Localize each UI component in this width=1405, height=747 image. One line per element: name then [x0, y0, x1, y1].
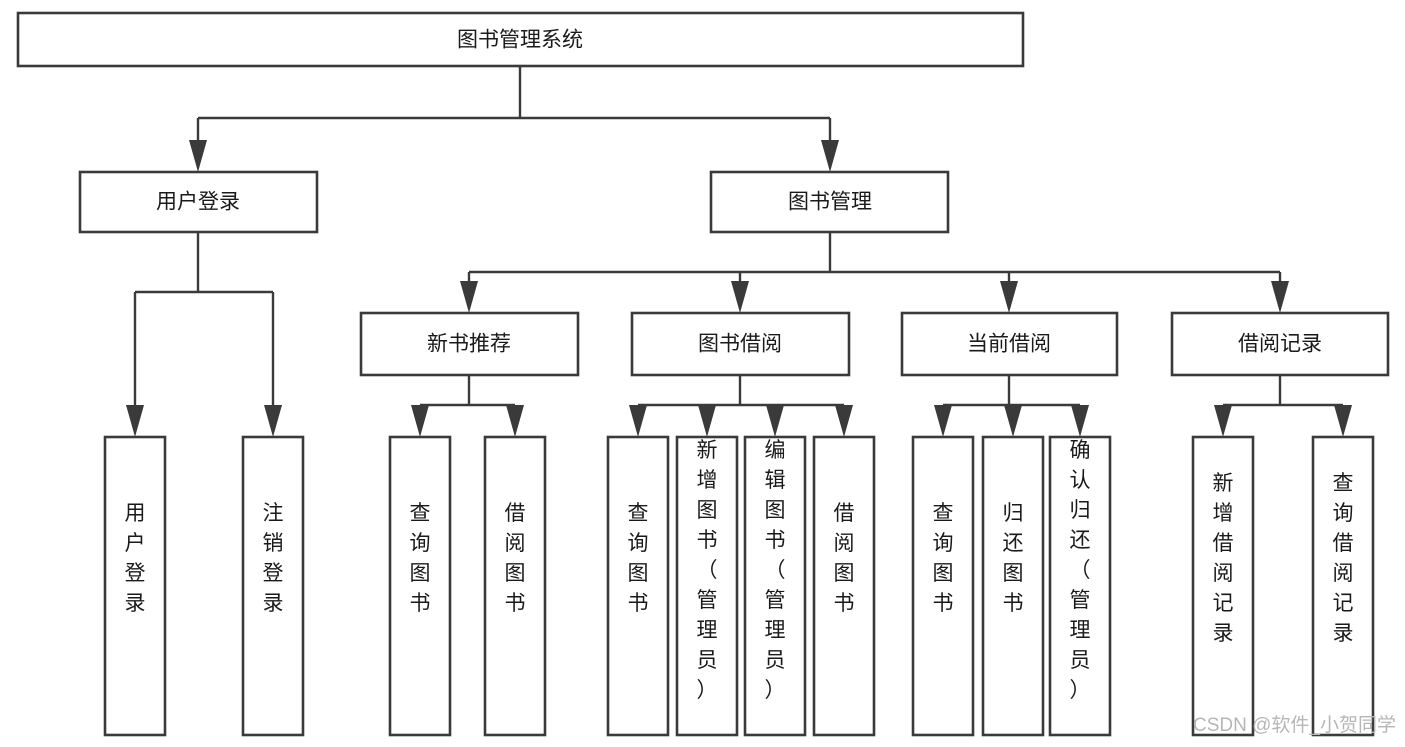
node-root-box[interactable]: [16, 11, 1025, 68]
node-leaf-borrow-book-2[interactable]: 借阅图书: [812, 435, 876, 737]
node-user-login-box[interactable]: [78, 170, 319, 234]
node-leaf-confirm-return[interactable]: 确认归还（管理员）: [1048, 435, 1112, 737]
node-leaf-add-book[interactable]: 新增图书（管理员）: [675, 435, 739, 737]
node-current-borrow-box[interactable]: [900, 311, 1119, 377]
node-leaf-return-book-label: 归还图书: [1003, 502, 1024, 615]
node-leaf-query-record-box[interactable]: [1311, 435, 1375, 737]
node-book-management[interactable]: 图书管理: [709, 170, 950, 234]
connector-layer: [126, 66, 1352, 437]
arrow-head-leaf-user-login: [126, 405, 144, 437]
node-current-borrow[interactable]: 当前借阅: [900, 311, 1119, 377]
node-new-book-recommend[interactable]: 新书推荐: [359, 311, 580, 377]
arrow-head-leaf-query-book-3: [934, 405, 952, 437]
arrow-head-leaf-borrow-book-1: [506, 405, 524, 437]
node-borrow-record-label: 借阅记录: [1238, 333, 1322, 356]
arrow-head-current-borrow: [1000, 281, 1018, 313]
node-leaf-edit-book[interactable]: 编辑图书（管理员）: [743, 435, 807, 737]
node-book-management-box[interactable]: [709, 170, 950, 234]
csdn-watermark: CSDN @软件_小贺同学: [1193, 714, 1396, 736]
arrow-head-book-borrow: [731, 281, 749, 313]
node-leaf-query-book-3[interactable]: 查询图书: [911, 435, 975, 737]
arrow-head-book-management: [821, 140, 839, 172]
node-leaf-edit-book-label: 编辑图书（管理员）: [765, 439, 786, 702]
node-book-borrow[interactable]: 图书借阅: [630, 311, 851, 377]
node-leaf-edit-book-box[interactable]: [743, 435, 807, 737]
node-new-book-recommend-label: 新书推荐: [427, 333, 511, 356]
node-leaf-borrow-book-1[interactable]: 借阅图书: [483, 435, 547, 737]
node-leaf-confirm-return-label: 确认归还（管理员）: [1070, 439, 1091, 702]
node-borrow-record[interactable]: 借阅记录: [1170, 311, 1390, 377]
node-leaf-query-book-1-label: 查询图书: [410, 502, 431, 615]
arrow-head-leaf-add-record: [1214, 405, 1232, 437]
arrow-head-new-book-recommend: [460, 281, 478, 313]
node-leaf-query-book-1[interactable]: 查询图书: [388, 435, 452, 737]
node-user-login[interactable]: 用户登录: [78, 170, 319, 234]
node-leaf-query-book-1-box[interactable]: [388, 435, 452, 737]
node-root[interactable]: 图书管理系统: [16, 11, 1025, 68]
node-leaf-add-record[interactable]: 新增借阅记录: [1191, 435, 1255, 737]
node-book-borrow-box[interactable]: [630, 311, 851, 377]
node-borrow-record-box[interactable]: [1170, 311, 1390, 377]
arrow-head-leaf-return-book: [1004, 405, 1022, 437]
node-leaf-return-book[interactable]: 归还图书: [981, 435, 1045, 737]
node-book-management-label: 图书管理: [788, 191, 872, 214]
node-leaf-borrow-book-1-label: 借阅图书: [505, 502, 526, 615]
arrow-head-leaf-query-book-1: [411, 405, 429, 437]
node-leaf-query-book-3-box[interactable]: [911, 435, 975, 737]
node-leaf-add-record-label: 新增借阅记录: [1213, 472, 1234, 645]
node-leaf-confirm-return-box[interactable]: [1048, 435, 1112, 737]
node-new-book-recommend-box[interactable]: [359, 311, 580, 377]
node-user-login-label: 用户登录: [156, 191, 240, 214]
node-leaf-user-login-label: 用户登录: [125, 502, 146, 615]
node-leaf-user-login[interactable]: 用户登录: [103, 435, 167, 737]
node-leaf-query-book-2[interactable]: 查询图书: [606, 435, 670, 737]
node-leaf-query-book-2-box[interactable]: [606, 435, 670, 737]
arrow-head-leaf-edit-book: [766, 405, 784, 437]
arrow-head-leaf-query-book-2: [629, 405, 647, 437]
arrow-head-leaf-query-record: [1334, 405, 1352, 437]
node-leaf-borrow-book-2-box[interactable]: [812, 435, 876, 737]
node-current-borrow-label: 当前借阅: [967, 333, 1051, 356]
node-leaf-query-record[interactable]: 查询借阅记录: [1311, 435, 1375, 737]
node-leaf-add-book-label: 新增图书（管理员）: [697, 439, 718, 702]
node-leaf-logout-login[interactable]: 注销登录: [241, 435, 305, 737]
node-leaf-query-book-3-label: 查询图书: [933, 502, 954, 615]
node-leaf-query-book-2-label: 查询图书: [628, 502, 649, 615]
node-leaf-logout-login-box[interactable]: [241, 435, 305, 737]
arrow-head-leaf-borrow-book-2: [835, 405, 853, 437]
arrow-head-borrow-record: [1271, 281, 1289, 313]
arrow-head-user-login: [189, 140, 207, 172]
node-book-borrow-label: 图书借阅: [698, 333, 782, 356]
node-leaf-return-book-box[interactable]: [981, 435, 1045, 737]
node-root-label: 图书管理系统: [457, 29, 583, 52]
node-leaf-user-login-box[interactable]: [103, 435, 167, 737]
node-leaf-borrow-book-2-label: 借阅图书: [834, 502, 855, 615]
arrow-head-leaf-confirm-return: [1071, 405, 1089, 437]
arrow-head-leaf-logout-login: [264, 405, 282, 437]
node-leaf-add-book-box[interactable]: [675, 435, 739, 737]
node-leaf-add-record-box[interactable]: [1191, 435, 1255, 737]
node-leaf-borrow-book-1-box[interactable]: [483, 435, 547, 737]
node-leaf-query-record-label: 查询借阅记录: [1333, 472, 1354, 645]
arrow-head-leaf-add-book: [698, 405, 716, 437]
node-leaf-logout-login-label: 注销登录: [263, 502, 284, 615]
